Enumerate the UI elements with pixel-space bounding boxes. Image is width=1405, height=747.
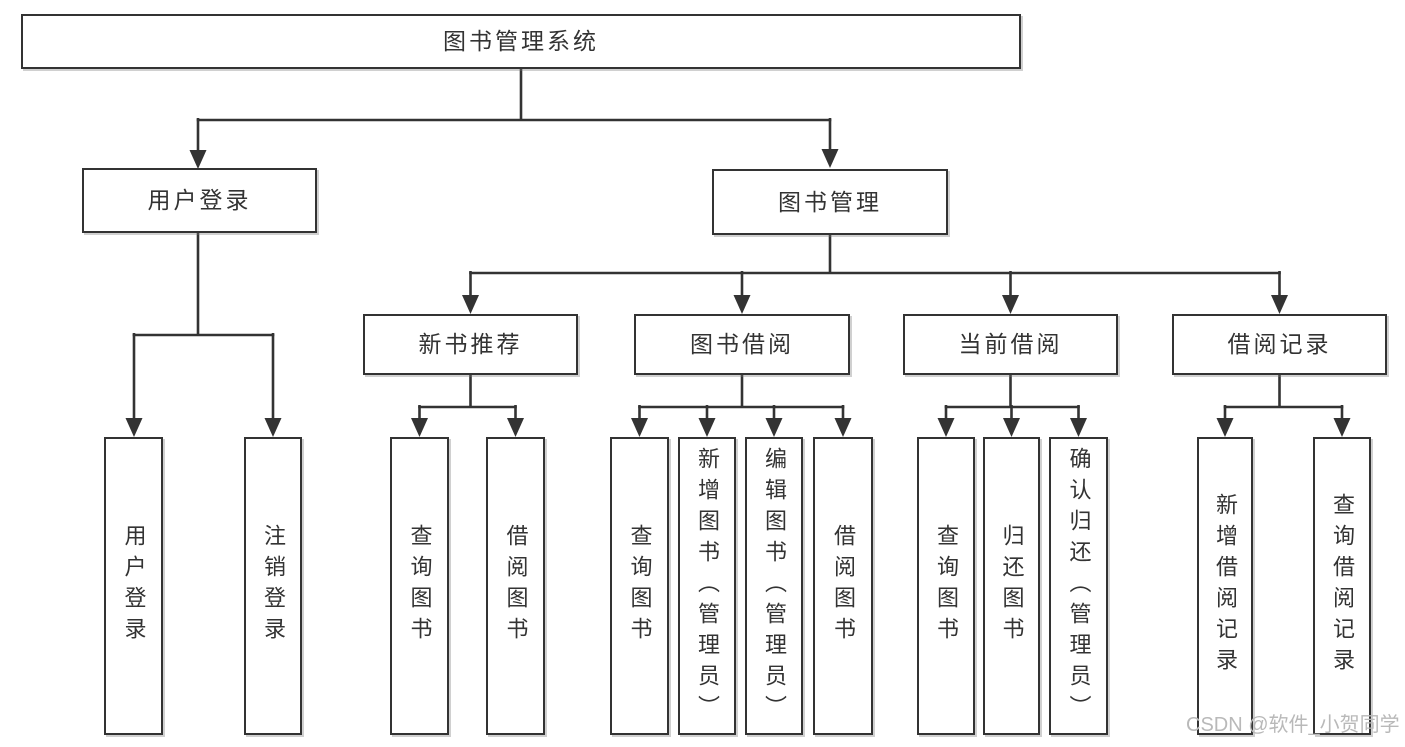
leaf-borrow-query-books-label: 查询图书: [627, 524, 653, 648]
leaf-records-query-record: 查询借阅记录: [1313, 437, 1371, 735]
leaf-user-login-label: 用户登录: [121, 524, 147, 648]
leaf-borrow-edit-books-admin-label: 编辑图书（管理员）: [762, 446, 787, 726]
leaf-borrow-query-books: 查询图书: [610, 437, 669, 735]
leaf-borrow-add-books-admin-label: 新增图书（管理员）: [695, 446, 720, 726]
leaf-logout-label: 注销登录: [261, 524, 286, 648]
node-borrow-records: 借阅记录: [1172, 314, 1387, 375]
leaf-recommend-borrow-books: 借阅图书: [486, 437, 545, 735]
leaf-current-return-books: 归还图书: [983, 437, 1040, 735]
leaf-current-confirm-return-admin-label: 确认归还（管理员）: [1066, 446, 1092, 726]
leaf-current-confirm-return-admin: 确认归还（管理员）: [1049, 437, 1108, 735]
leaf-borrow-edit-books-admin: 编辑图书（管理员）: [745, 437, 803, 735]
csdn-watermark: CSDN @软件_小贺同学: [1186, 714, 1400, 736]
node-library-system-label: 图书管理系统: [443, 28, 599, 54]
leaf-recommend-borrow-books-label: 借阅图书: [503, 524, 529, 648]
node-book-management-label: 图书管理: [778, 188, 882, 215]
node-current-borrow: 当前借阅: [903, 314, 1118, 375]
leaf-records-add-record: 新增借阅记录: [1197, 437, 1253, 735]
node-new-book-recommend-label: 新书推荐: [418, 331, 523, 357]
node-book-management: 图书管理: [712, 169, 948, 235]
node-library-system: 图书管理系统: [21, 14, 1021, 69]
leaf-current-query-books-label: 查询图书: [934, 524, 959, 648]
leaf-records-query-record-label: 查询借阅记录: [1330, 493, 1355, 679]
leaf-borrow-borrow-books-label: 借阅图书: [831, 524, 856, 648]
leaf-records-add-record-label: 新增借阅记录: [1213, 493, 1238, 679]
node-new-book-recommend: 新书推荐: [363, 314, 578, 375]
node-book-borrow: 图书借阅: [634, 314, 850, 375]
leaf-recommend-query-books-label: 查询图书: [407, 524, 433, 648]
node-book-borrow-label: 图书借阅: [690, 331, 794, 357]
leaf-current-query-books: 查询图书: [917, 437, 975, 735]
leaf-borrow-borrow-books: 借阅图书: [813, 437, 873, 735]
node-current-borrow-label: 当前借阅: [958, 331, 1063, 357]
leaf-recommend-query-books: 查询图书: [390, 437, 449, 735]
leaf-borrow-add-books-admin: 新增图书（管理员）: [678, 437, 736, 735]
leaf-user-login: 用户登录: [104, 437, 163, 735]
node-user-login: 用户登录: [82, 168, 317, 233]
leaf-current-return-books-label: 归还图书: [999, 524, 1025, 648]
leaf-logout: 注销登录: [244, 437, 302, 735]
node-user-login-label: 用户登录: [147, 187, 252, 213]
node-borrow-records-label: 借阅记录: [1227, 331, 1332, 357]
